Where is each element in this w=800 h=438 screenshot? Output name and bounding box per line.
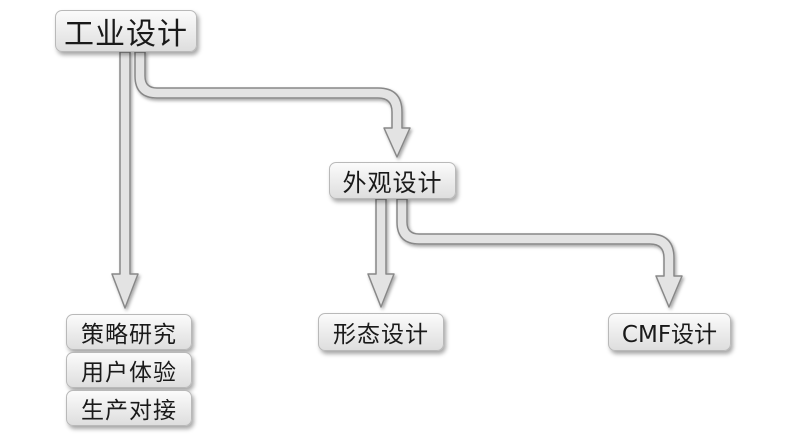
node-industrial-design: 工业设计 [55, 10, 197, 52]
node-production-liaison-label: 生产对接 [81, 398, 177, 424]
node-cmf-design: CMF设计 [608, 313, 731, 351]
node-industrial-design-label: 工业设计 [64, 17, 188, 52]
node-form-design-label: 形态设计 [333, 322, 429, 348]
edge-industrial-to-strategy [111, 51, 139, 309]
node-form-design: 形态设计 [318, 313, 444, 351]
node-user-experience: 用户体验 [66, 352, 192, 388]
node-user-experience-label: 用户体验 [81, 360, 177, 386]
node-cmf-design-label: CMF设计 [621, 322, 718, 348]
node-appearance-design-label: 外观设计 [342, 169, 443, 197]
edge-appearance-to-cmf [396, 198, 683, 308]
node-strategy-research-label: 策略研究 [81, 322, 177, 348]
node-strategy-research: 策略研究 [66, 314, 192, 350]
node-production-liaison: 生产对接 [66, 390, 192, 426]
node-appearance-design: 外观设计 [329, 162, 456, 199]
edge-appearance-to-form [367, 198, 395, 308]
edge-industrial-to-appearance [134, 51, 411, 158]
